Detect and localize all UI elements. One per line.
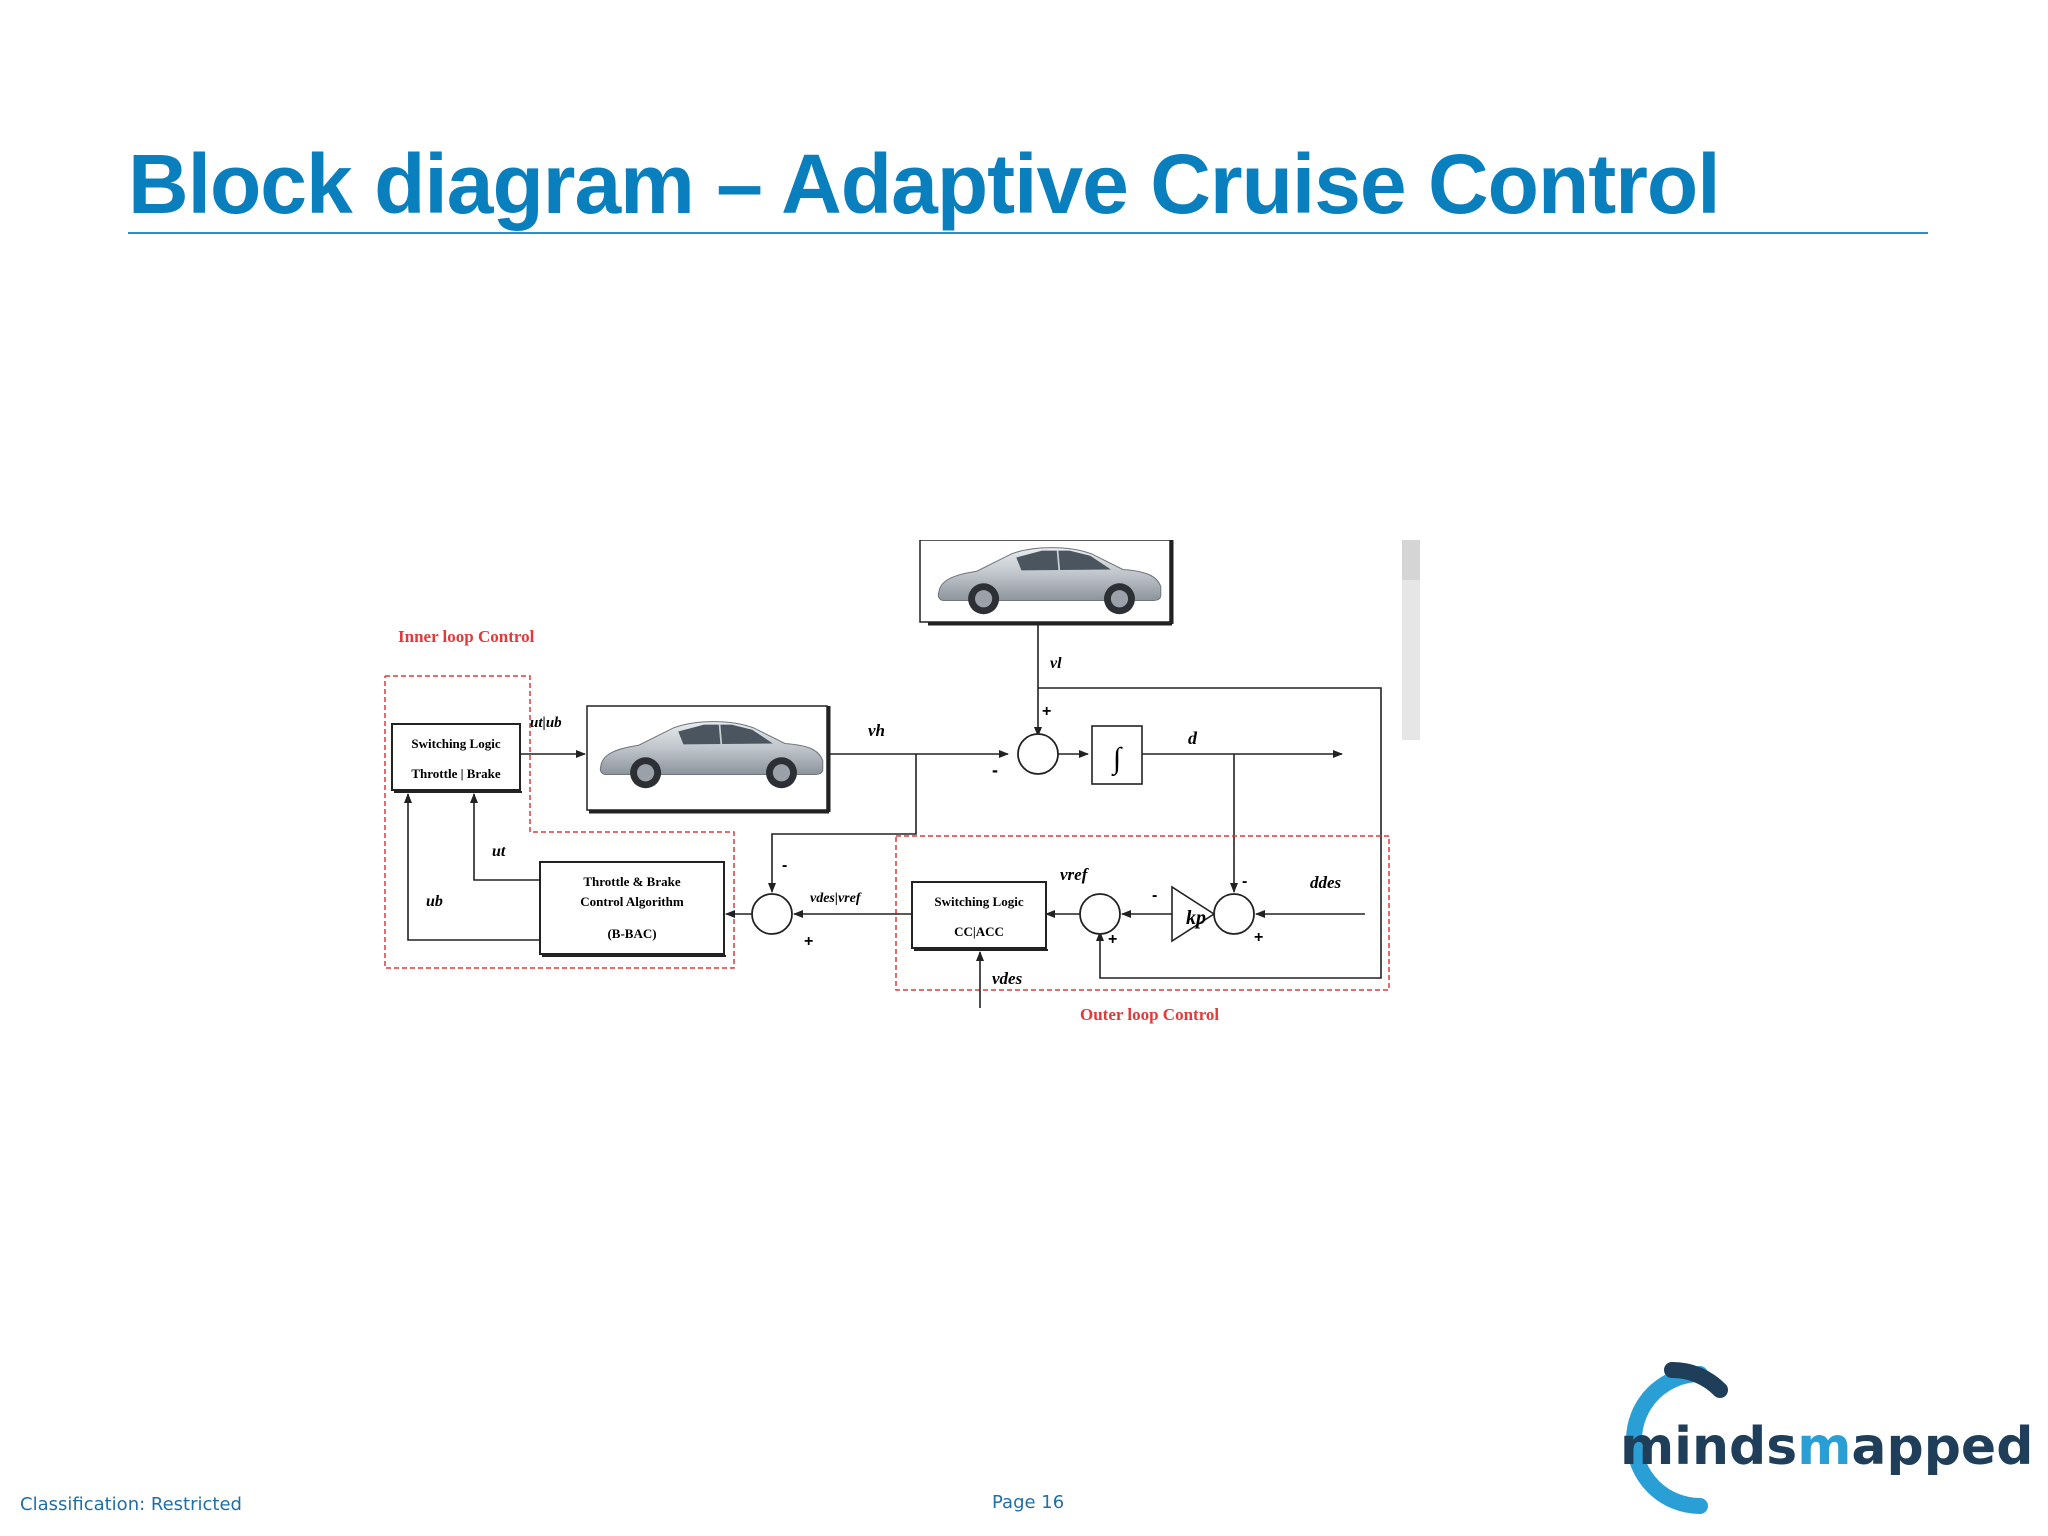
sum3-plus-sign: + bbox=[1108, 931, 1117, 948]
logo-part-s: s bbox=[1766, 1417, 1797, 1477]
host-vehicle-box bbox=[586, 705, 831, 814]
throttle-brake-control-block: Throttle & Brake Control Algorithm (B-BA… bbox=[539, 861, 726, 957]
summing-junction-1 bbox=[1017, 733, 1059, 775]
inner-loop-boundary bbox=[384, 675, 735, 969]
lead-vehicle-box bbox=[919, 540, 1174, 626]
sum1-plus-sign: + bbox=[1042, 703, 1051, 720]
slide-title: Block diagram – Adaptive Cruise Control bbox=[128, 137, 1721, 231]
signal-d: d bbox=[1188, 728, 1198, 748]
mindsmapped-logo: mindsmapped bbox=[1580, 1360, 2033, 1520]
classification-label: Classification: Restricted bbox=[20, 1494, 242, 1515]
integrator-symbol: ∫ bbox=[1111, 742, 1123, 777]
title-divider bbox=[128, 232, 1928, 234]
logo-wordmark: mindsmapped bbox=[1620, 1417, 2030, 1477]
logo-ring bbox=[1626, 1366, 1708, 1514]
logo-part-apped: apped bbox=[1851, 1417, 2030, 1477]
sum4-plus-sign: + bbox=[1254, 929, 1263, 946]
switching-logic-cc-acc: Switching Logic CC|ACC bbox=[911, 881, 1048, 951]
sum4-minus-sign: - bbox=[1242, 873, 1247, 890]
logo-part-mind: mind bbox=[1620, 1417, 1766, 1477]
outer-loop-label: Outer loop Control bbox=[1080, 1005, 1219, 1024]
integrator-block bbox=[1091, 725, 1143, 785]
page-number: Page 16 bbox=[992, 1492, 1065, 1513]
switching-logic-1-line2: Throttle | Brake bbox=[411, 766, 501, 781]
signal-ut-ub: ut|ub bbox=[530, 715, 562, 731]
switching-logic-2-line1: Switching Logic bbox=[934, 894, 1023, 909]
throttle-brake-line3: (B-BAC) bbox=[607, 926, 656, 941]
switching-logic-1-line1: Switching Logic bbox=[411, 736, 500, 751]
sum2-minus-sign: - bbox=[782, 857, 787, 874]
signal-ub: ub bbox=[426, 893, 443, 910]
inner-loop-label: Inner loop Control bbox=[398, 627, 535, 646]
acc-block-diagram: Inner loop Control Switching Logic Throt… bbox=[380, 540, 1420, 1040]
switching-logic-2-line2: CC|ACC bbox=[954, 924, 1004, 939]
summing-junction-2 bbox=[751, 893, 793, 935]
throttle-brake-line2: Control Algorithm bbox=[580, 894, 684, 909]
signal-vl: vl bbox=[1050, 655, 1062, 672]
summing-junction-4 bbox=[1213, 893, 1255, 935]
signal-vdes-vref: vdes|vref bbox=[810, 891, 862, 906]
signal-vdes: vdes bbox=[992, 969, 1023, 988]
summing-junction-3 bbox=[1079, 893, 1121, 935]
logo-part-m: m bbox=[1797, 1417, 1851, 1477]
signal-vref: vref bbox=[1060, 865, 1090, 884]
sum2-plus-sign: + bbox=[804, 933, 813, 950]
signal-ddes: ddes bbox=[1310, 873, 1342, 892]
throttle-brake-line1: Throttle & Brake bbox=[583, 874, 680, 889]
gain-kp-label: kp bbox=[1186, 907, 1206, 929]
sum3-minus-sign: - bbox=[1152, 887, 1157, 904]
switching-logic-throttle-brake: Switching Logic Throttle | Brake bbox=[391, 723, 522, 793]
sum1-minus-sign: - bbox=[992, 760, 998, 780]
signal-ut: ut bbox=[492, 843, 506, 860]
outer-loop-boundary bbox=[895, 835, 1390, 991]
signal-vh: vh bbox=[868, 721, 885, 740]
